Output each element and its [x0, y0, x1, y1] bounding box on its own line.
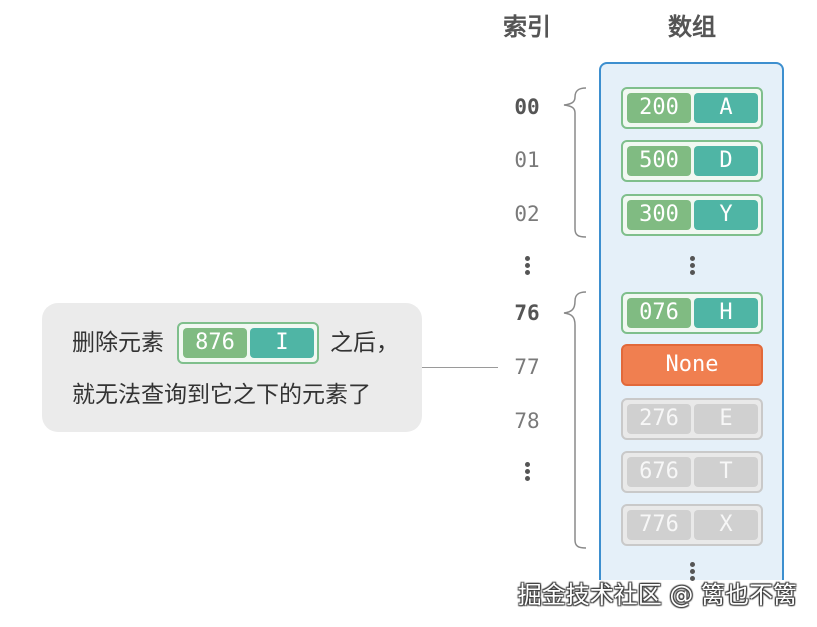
callout-text-before: 删除元素: [72, 330, 164, 356]
ellipsis-dot: [525, 476, 530, 481]
ellipsis-dot: [690, 270, 695, 275]
index-label: 00: [514, 95, 540, 119]
index-label: 78: [514, 409, 540, 433]
ellipsis-dot: [525, 469, 530, 474]
ellipsis-dot: [690, 562, 695, 567]
ellipsis-dot: [525, 462, 530, 467]
index-label: 76: [514, 301, 540, 325]
bucket-value: E: [694, 404, 758, 434]
array-ellipsis: [690, 562, 695, 583]
watermark: 掘金技术社区 @ 篱也不篱: [517, 581, 797, 609]
bucket-key: 500: [627, 146, 691, 176]
ellipsis-dot: [690, 576, 695, 581]
array-ellipsis: [690, 256, 695, 277]
ellipsis-dot: [690, 256, 695, 261]
bucket-key: 200: [627, 93, 691, 123]
bucket-row: 276 E: [621, 398, 763, 440]
bucket-row: 076 H: [621, 292, 763, 334]
index-label: 01: [514, 148, 540, 172]
ellipsis-dot: [525, 256, 530, 261]
bucket-row: 776 X: [621, 504, 763, 546]
bucket-key: 076: [627, 298, 691, 328]
bucket-key: 676: [627, 457, 691, 487]
bucket-key: 776: [627, 510, 691, 540]
removed-pair-key: 876: [183, 328, 247, 358]
callout-line-2: 就无法查询到它之下的元素了: [72, 382, 371, 408]
index-ellipsis: [525, 462, 530, 483]
index-column-header: 索引: [503, 13, 551, 41]
index-label: 77: [514, 355, 540, 379]
deleted-bucket: None: [621, 344, 763, 386]
ellipsis-dot: [525, 263, 530, 268]
bucket-key: 300: [627, 200, 691, 230]
bucket-value: T: [694, 457, 758, 487]
brace-group-76: [563, 291, 587, 549]
array-column-header: 数组: [668, 13, 716, 41]
index-ellipsis: [525, 256, 530, 277]
index-label: 02: [514, 202, 540, 226]
bucket-value: H: [694, 298, 758, 328]
brace-group-00: [563, 87, 587, 238]
bucket-row: 200 A: [621, 87, 763, 129]
bucket-row: 300 Y: [621, 194, 763, 236]
bucket-row: 676 T: [621, 451, 763, 493]
callout-text-after: 之后，: [330, 330, 399, 356]
ellipsis-dot: [690, 263, 695, 268]
ellipsis-dot: [690, 569, 695, 574]
bucket-value: X: [694, 510, 758, 540]
ellipsis-dot: [525, 270, 530, 275]
bucket-value: D: [694, 146, 758, 176]
removed-pair-value: I: [250, 328, 314, 358]
callout-connector-line: [422, 367, 498, 368]
bucket-key: 276: [627, 404, 691, 434]
bucket-row: 500 D: [621, 140, 763, 182]
bucket-value: Y: [694, 200, 758, 230]
bucket-value: A: [694, 93, 758, 123]
removed-pair-chip: 876 I: [177, 322, 319, 364]
